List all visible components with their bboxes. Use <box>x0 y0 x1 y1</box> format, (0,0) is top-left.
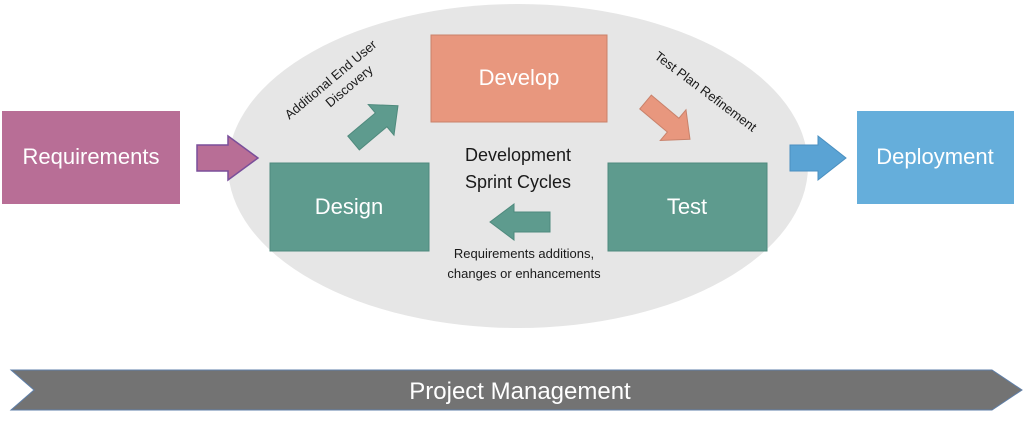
design-box <box>269 162 430 252</box>
test-label: Test <box>667 194 707 219</box>
requirements-label: Requirements <box>23 144 160 169</box>
develop-to-test-arrow <box>639 94 691 142</box>
feedback-label-line1: Requirements additions, <box>454 246 594 261</box>
requirements-box <box>2 111 180 204</box>
deployment-label: Deployment <box>876 144 993 169</box>
test-box <box>607 162 768 252</box>
project-management-banner <box>9 369 1023 411</box>
requirements-to-design-arrow <box>196 134 260 182</box>
design-label: Design <box>315 194 383 219</box>
sprint-cycles-label-line1: Development <box>465 145 571 165</box>
develop-box <box>430 34 608 123</box>
deployment-box <box>857 111 1014 204</box>
design-to-develop-arrow <box>347 103 399 151</box>
develop-label: Develop <box>479 65 560 90</box>
project-management-label: Project Management <box>409 378 631 405</box>
feedback-label-line2: changes or enhancements <box>447 266 601 281</box>
sprint-cycles-label-line2: Sprint Cycles <box>465 172 571 192</box>
test-to-design-feedback-arrow <box>489 203 551 241</box>
test-to-deployment-arrow <box>789 134 847 182</box>
